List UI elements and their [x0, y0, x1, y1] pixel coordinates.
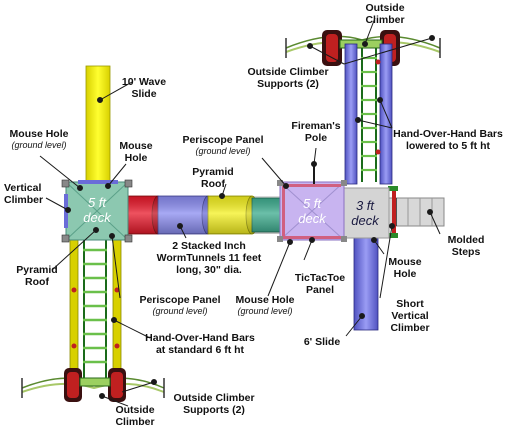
label-mouse-hole-bottom: Mouse Hole (ground level) — [228, 294, 302, 316]
molded-steps — [387, 186, 445, 238]
label-periscope-panel-top-title: Periscope Panel — [182, 134, 264, 146]
label-mouse-hole-left-ground-sub: (ground level) — [11, 140, 67, 150]
deck-5ft-left-label-b: deck — [83, 210, 112, 225]
label-mouse-hole-left-ground-title: Mouse Hole — [9, 128, 69, 140]
label-mouse-hole-left-ground: Mouse Hole (ground level) — [2, 128, 76, 150]
label-pyramid-roof-left: Pyramid Roof — [16, 264, 58, 288]
deck-5ft-middle-label-b: deck — [298, 211, 327, 226]
label-outside-climber-supports-bottom: Outside Climber Supports (2) — [173, 392, 255, 416]
deck-3ft: 3 ft deck — [340, 187, 390, 239]
label-mouse-hole-bottom-title: Mouse Hole — [235, 294, 295, 306]
label-worm-tunnels: 2 Stacked Inch WormTunnels 11 feet long,… — [156, 240, 262, 276]
deck-5ft-middle-label-a: 5 ft — [303, 196, 322, 211]
deck-3ft-label-a: 3 ft — [356, 198, 375, 213]
hand-over-hand-bars-top — [344, 43, 393, 185]
hand-over-hand-bars-bottom — [69, 237, 122, 380]
label-firemans-pole: Fireman's Pole — [291, 120, 341, 144]
label-short-vertical-climber: Short Vertical Climber — [390, 298, 430, 334]
label-periscope-panel-bottom-title: Periscope Panel — [139, 294, 221, 306]
callout-leaders — [39, 17, 441, 407]
deck-3ft-label-b: deck — [351, 213, 380, 228]
six-foot-slide — [353, 237, 379, 331]
label-wave-slide: 10' Wave Slide — [121, 76, 167, 100]
label-outside-climber-top: Outside Climber — [365, 2, 405, 26]
label-periscope-panel-bottom-sub: (ground level) — [152, 306, 208, 316]
label-tictactoe-panel: TicTacToe Panel — [294, 272, 346, 296]
wave-slide — [85, 65, 111, 183]
deck-5ft-middle: 5 ft deck — [277, 180, 347, 242]
label-mouse-hole-left: Mouse Hole — [119, 140, 153, 164]
label-hand-over-hand-top: Hand-Over-Hand Bars lowered to 5 ft ht — [393, 128, 503, 152]
label-vertical-climber: Vertical Climber — [4, 182, 44, 206]
label-mouse-hole-bottom-sub: (ground level) — [237, 306, 293, 316]
outside-climber-bottom — [64, 368, 126, 402]
label-periscope-panel-top: Periscope Panel (ground level) — [178, 134, 268, 156]
label-periscope-panel-top-sub: (ground level) — [195, 146, 251, 156]
label-outside-climber-bottom: Outside Climber — [115, 404, 155, 428]
deck-5ft-left-label-a: 5 ft — [88, 195, 107, 210]
label-molded-steps: Molded Steps — [447, 234, 485, 258]
label-mouse-hole-right: Mouse Hole — [388, 256, 422, 280]
label-six-foot-slide: 6' Slide — [303, 336, 341, 348]
label-outside-climber-supports-top: Outside Climber Supports (2) — [247, 66, 329, 90]
label-pyramid-roof-mid: Pyramid Roof — [192, 166, 234, 190]
label-hand-over-hand-bottom: Hand-Over-Hand Bars at standard 6 ft ht — [145, 332, 255, 356]
label-periscope-panel-bottom: Periscope Panel (ground level) — [132, 294, 228, 316]
worm-tunnels — [127, 195, 283, 235]
